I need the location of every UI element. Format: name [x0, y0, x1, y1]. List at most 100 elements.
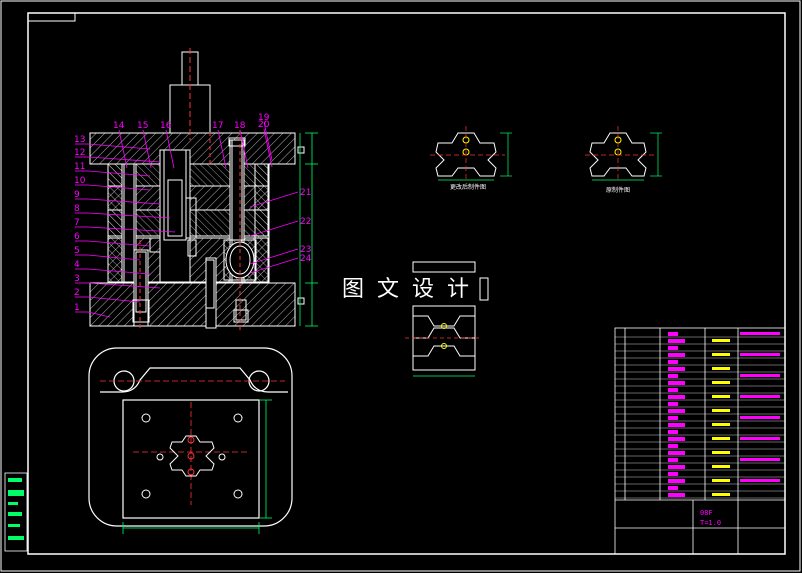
part-leader-lines [75, 121, 299, 318]
bom-cell-text [740, 479, 780, 482]
bom-cell-text [740, 374, 780, 377]
leader-line [263, 128, 273, 168]
leader-line [87, 282, 161, 289]
lower-die-base [89, 282, 296, 327]
guide-post-left [123, 163, 135, 283]
bom-cell-text [712, 465, 730, 468]
leader-line [87, 198, 161, 205]
bom-cell-text [740, 416, 780, 419]
bom-cell-text [712, 395, 730, 398]
bom-cell-text [668, 465, 685, 469]
plan-view-dimensions [122, 399, 272, 534]
thickness-label: T=1.0 [700, 519, 721, 527]
leader-line [87, 311, 111, 318]
leader-line [142, 129, 152, 169]
part-number-label: 23 [300, 245, 311, 255]
bom-cell-text [740, 353, 780, 356]
bom-cell-text [668, 367, 685, 371]
bom-cell-text [712, 409, 730, 412]
upper-die-base [89, 132, 296, 165]
part-number-label: 22 [300, 217, 311, 227]
bom-cell-text [668, 416, 678, 420]
bom-cell-text [668, 444, 678, 448]
lower-die-plan-view [88, 347, 293, 527]
bom-cell-text [668, 353, 685, 357]
guide-post-right [231, 139, 243, 283]
bom-cell-text [740, 437, 780, 440]
part-number-label: 8 [74, 204, 80, 214]
bom-cell-text [712, 353, 730, 356]
modified-part-detail [430, 126, 505, 182]
bom-cell-text [668, 472, 678, 476]
bom-cell-text [668, 479, 685, 483]
leader-line [87, 184, 151, 191]
bom-cell-text [668, 395, 685, 399]
material-label: 08F [700, 509, 713, 517]
part-number-label: 10 [74, 176, 86, 186]
part-number-label: 11 [74, 162, 85, 172]
bom-rows [615, 332, 785, 499]
part-number-label: 14 [113, 121, 125, 131]
bom-cell-text [668, 493, 685, 497]
leader-line [249, 248, 299, 265]
bom-cell-text [668, 458, 678, 462]
part-number-label: 1 [74, 303, 80, 313]
part-number-label: 7 [74, 218, 80, 228]
bom-cell-text [712, 381, 730, 384]
bom-cell-text [712, 367, 730, 370]
bom-cell-text [668, 360, 678, 364]
leader-line [263, 121, 273, 161]
modified-part-dimensions [438, 132, 512, 181]
part-number-label: 21 [300, 188, 311, 198]
part-number-label: 17 [212, 121, 223, 131]
leader-line [249, 220, 299, 237]
leader-line [87, 156, 161, 163]
assembly-section-view [89, 48, 305, 330]
leader-line [87, 296, 141, 303]
punch [163, 149, 187, 241]
bom-cell-text [668, 409, 685, 413]
bom-cell-text [668, 451, 685, 455]
leader-line [87, 212, 171, 219]
leader-line [118, 129, 128, 169]
bom-cell-text [668, 332, 678, 336]
part-number-label: 13 [74, 135, 85, 145]
bom-cell-text [712, 479, 730, 482]
part-number-label: 16 [160, 121, 172, 131]
leader-line [165, 129, 175, 169]
plan-view-holes [141, 413, 243, 499]
leader-line [87, 143, 151, 150]
leader-line [217, 129, 227, 169]
bom-cell-text [712, 493, 730, 496]
leader-line [87, 226, 176, 233]
leader-line [249, 191, 299, 208]
part-number-label: 18 [234, 121, 246, 131]
part-number-label: 15 [137, 121, 148, 131]
part-number-label: 6 [74, 232, 80, 242]
bom-cell-text [668, 374, 678, 378]
blank-outline [169, 435, 215, 477]
part-number-label: 3 [74, 274, 80, 284]
assembly-dimensions [299, 132, 318, 327]
bom-cell-text [668, 437, 685, 441]
modified-part-label: 更改后制件图 [450, 183, 486, 191]
part-number-label: 4 [74, 260, 80, 270]
bom-cell-text [668, 402, 678, 406]
part-number-label: 19 [258, 113, 270, 123]
bom-cell-text [712, 339, 730, 342]
part-number-label: 2 [74, 288, 80, 298]
bom-cell-text [712, 423, 730, 426]
bom-cell-text [740, 395, 780, 398]
leader-line [87, 170, 151, 177]
strip-layout-view [405, 261, 482, 371]
die-block-outline [122, 399, 260, 519]
bom-cell-text [668, 388, 678, 392]
part-number-label: 5 [74, 246, 80, 256]
bom-cell-text [712, 437, 730, 440]
watermark-text: 图 文 设 计 [342, 277, 472, 302]
original-part-label: 原制件图 [606, 186, 630, 194]
leader-line [239, 129, 249, 169]
bom-cell-text [668, 486, 678, 490]
